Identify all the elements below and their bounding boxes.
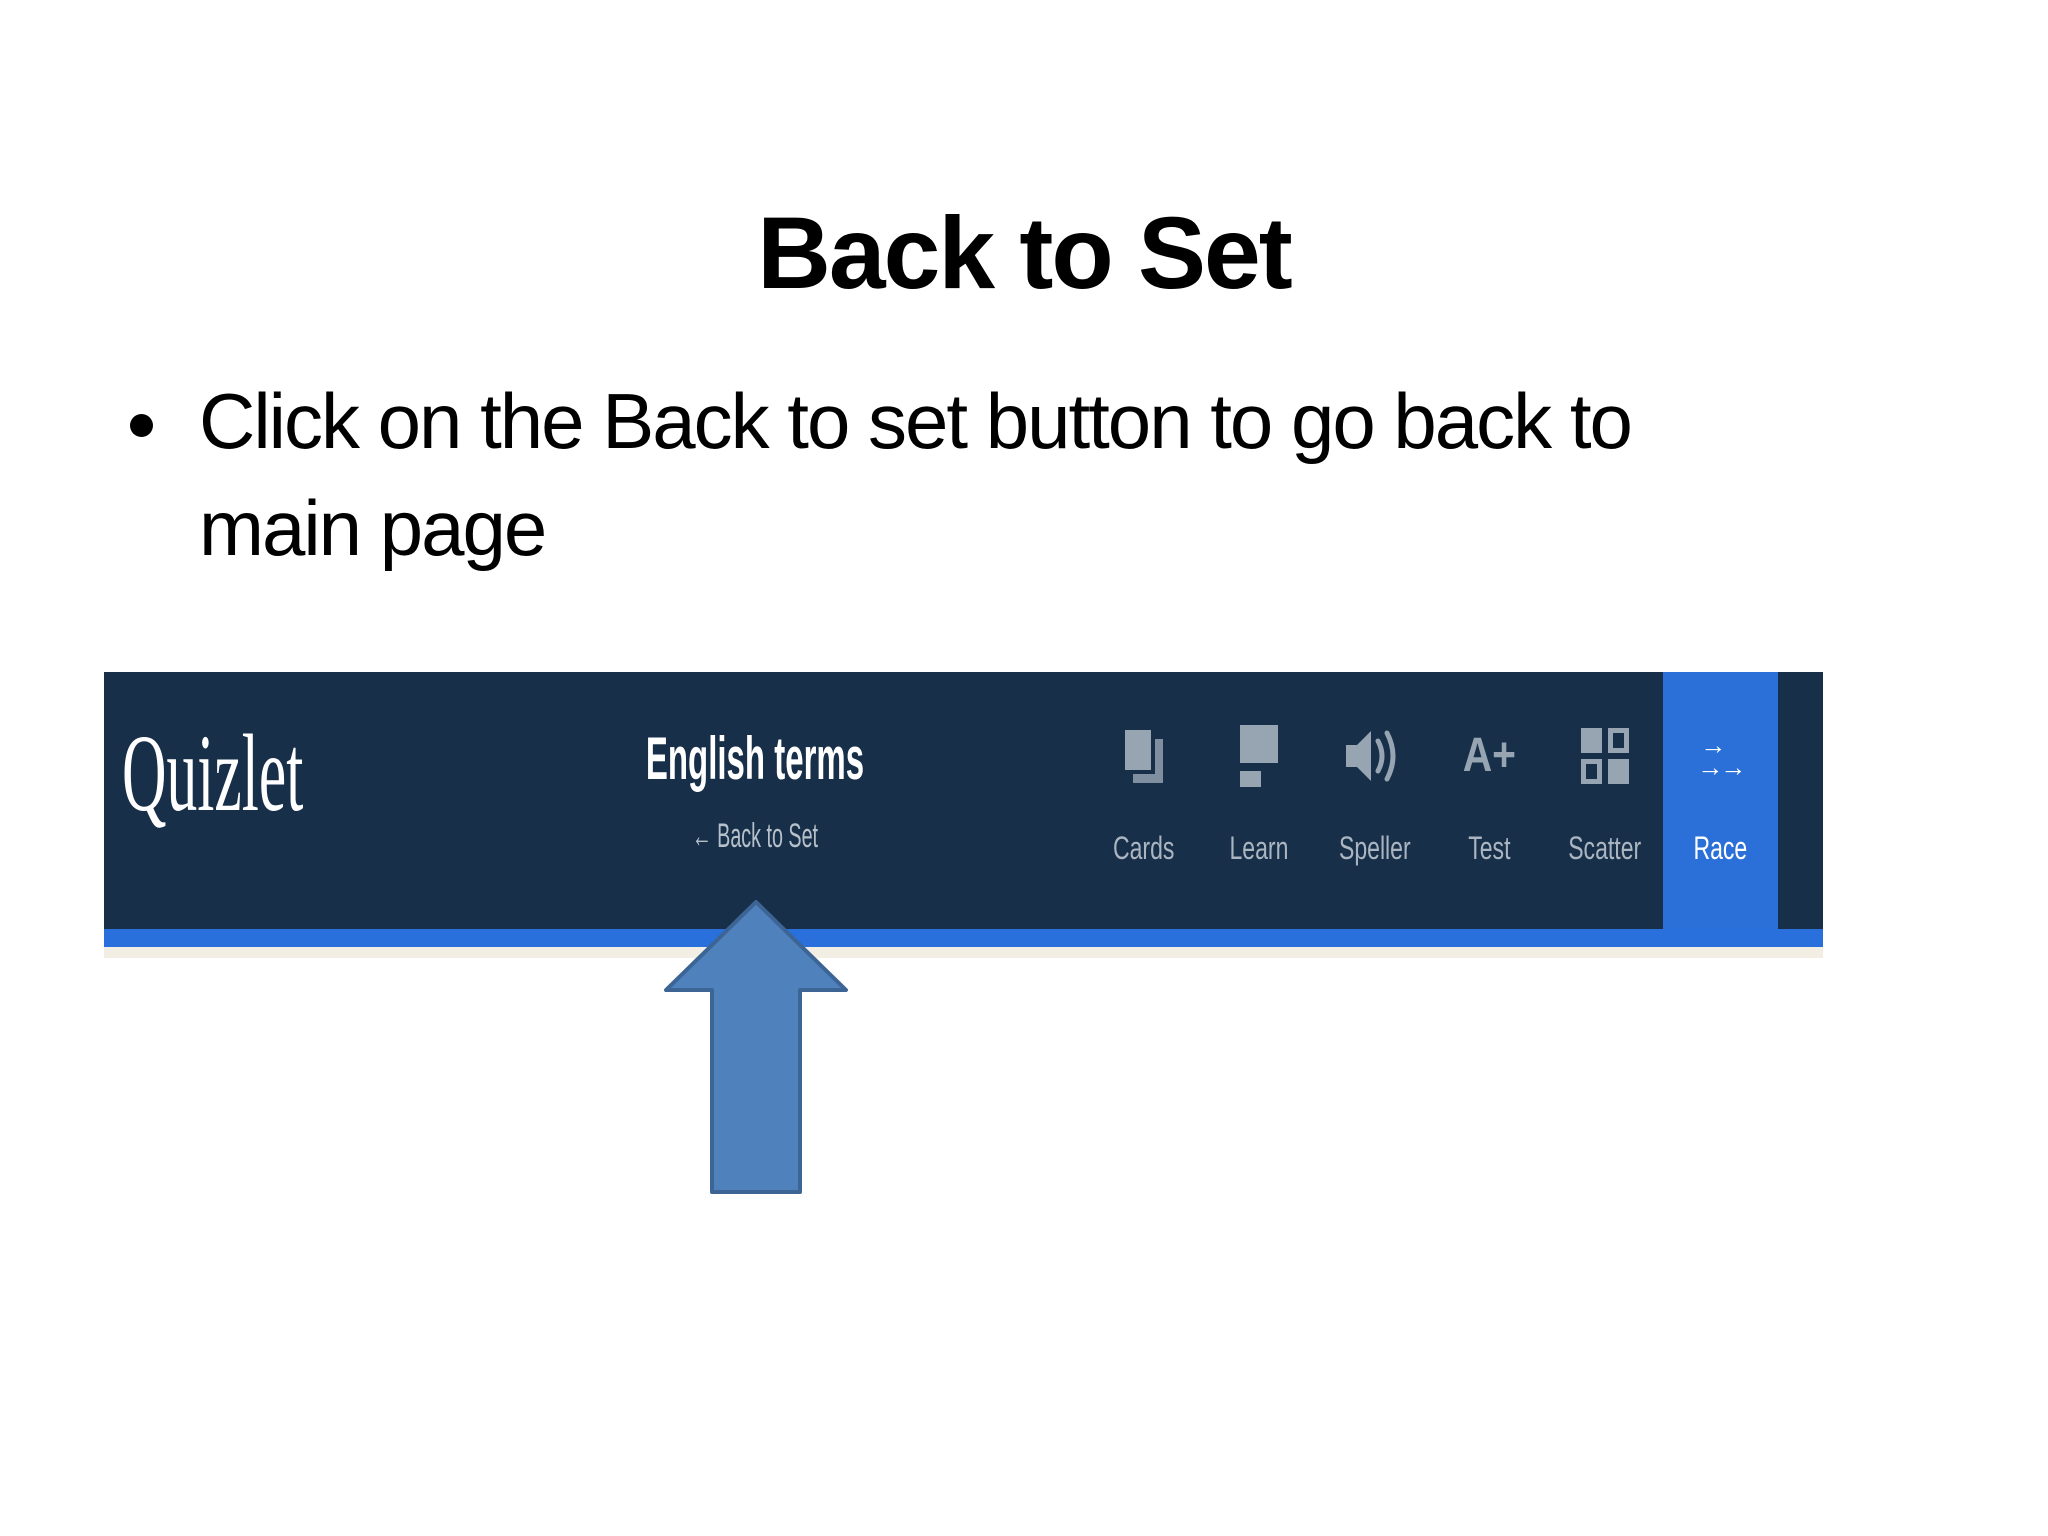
set-title: English terms: [645, 725, 865, 792]
quizlet-logo[interactable]: Quizlet: [122, 712, 304, 834]
nav-item-learn[interactable]: Learn: [1201, 672, 1316, 929]
up-arrow-annotation: [664, 900, 848, 1194]
study-mode-nav: Cards Learn: [1086, 672, 1778, 929]
nav-item-cards[interactable]: Cards: [1086, 672, 1201, 929]
cards-icon: [1120, 725, 1167, 787]
nav-label: Race: [1693, 830, 1748, 866]
test-icon: A+: [1462, 729, 1517, 782]
speller-icon: [1346, 725, 1402, 787]
bullet-line-1: Click on the Back to set button to go ba…: [199, 377, 1633, 465]
nav-label: Learn: [1229, 830, 1289, 866]
race-icon: → →→: [1697, 729, 1746, 782]
nav-label: Cards: [1112, 830, 1175, 866]
quizlet-navbar: Quizlet English terms ← Back to Set Card…: [104, 672, 1823, 929]
nav-label: Test: [1468, 830, 1511, 866]
quizlet-screenshot: Quizlet English terms ← Back to Set Card…: [104, 672, 1823, 958]
nav-label: Scatter: [1568, 830, 1642, 866]
scatter-icon: [1580, 725, 1629, 787]
bullet-marker: [130, 414, 153, 437]
set-header: English terms ← Back to Set: [557, 725, 954, 855]
nav-label: Speller: [1338, 830, 1411, 866]
back-to-set-link[interactable]: ← Back to Set: [691, 817, 819, 855]
learn-icon: [1237, 725, 1281, 787]
nav-item-scatter[interactable]: Scatter: [1547, 672, 1662, 929]
navbar-underline: [104, 929, 1823, 947]
page-title: Back to Set: [757, 196, 1293, 311]
nav-item-race[interactable]: → →→ Race: [1662, 672, 1778, 929]
nav-item-speller[interactable]: Speller: [1317, 672, 1432, 929]
bullet-line-2: main page: [199, 484, 547, 572]
nav-item-test[interactable]: A+ Test: [1432, 672, 1547, 929]
bullet-text: Click on the Back to set button to go ba…: [199, 377, 1633, 596]
navbar-shadow: [104, 947, 1823, 958]
